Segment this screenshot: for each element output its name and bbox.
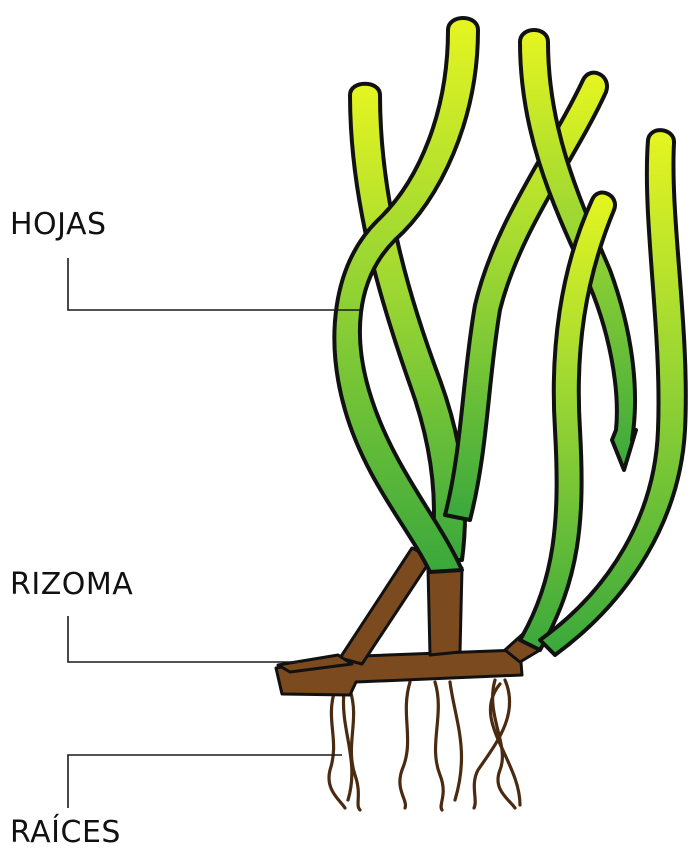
root — [435, 682, 443, 810]
leader-line-rhizome — [68, 616, 300, 662]
rhizome-branch — [428, 568, 462, 655]
leader-lines — [68, 258, 360, 808]
root — [343, 692, 351, 800]
rhizome-branch — [340, 548, 432, 664]
label-leaves: HOJAS — [10, 210, 107, 240]
root — [400, 682, 410, 808]
rhizome-horizontal-stem — [276, 650, 522, 695]
leader-line-leaves — [68, 258, 360, 310]
roots — [329, 680, 520, 810]
label-rhizome: RIZOMA — [10, 570, 133, 600]
leaves — [334, 18, 685, 655]
rhizome — [276, 548, 540, 695]
label-roots: RAÍCES — [10, 818, 121, 848]
leader-line-roots — [68, 755, 342, 808]
root — [450, 682, 461, 800]
